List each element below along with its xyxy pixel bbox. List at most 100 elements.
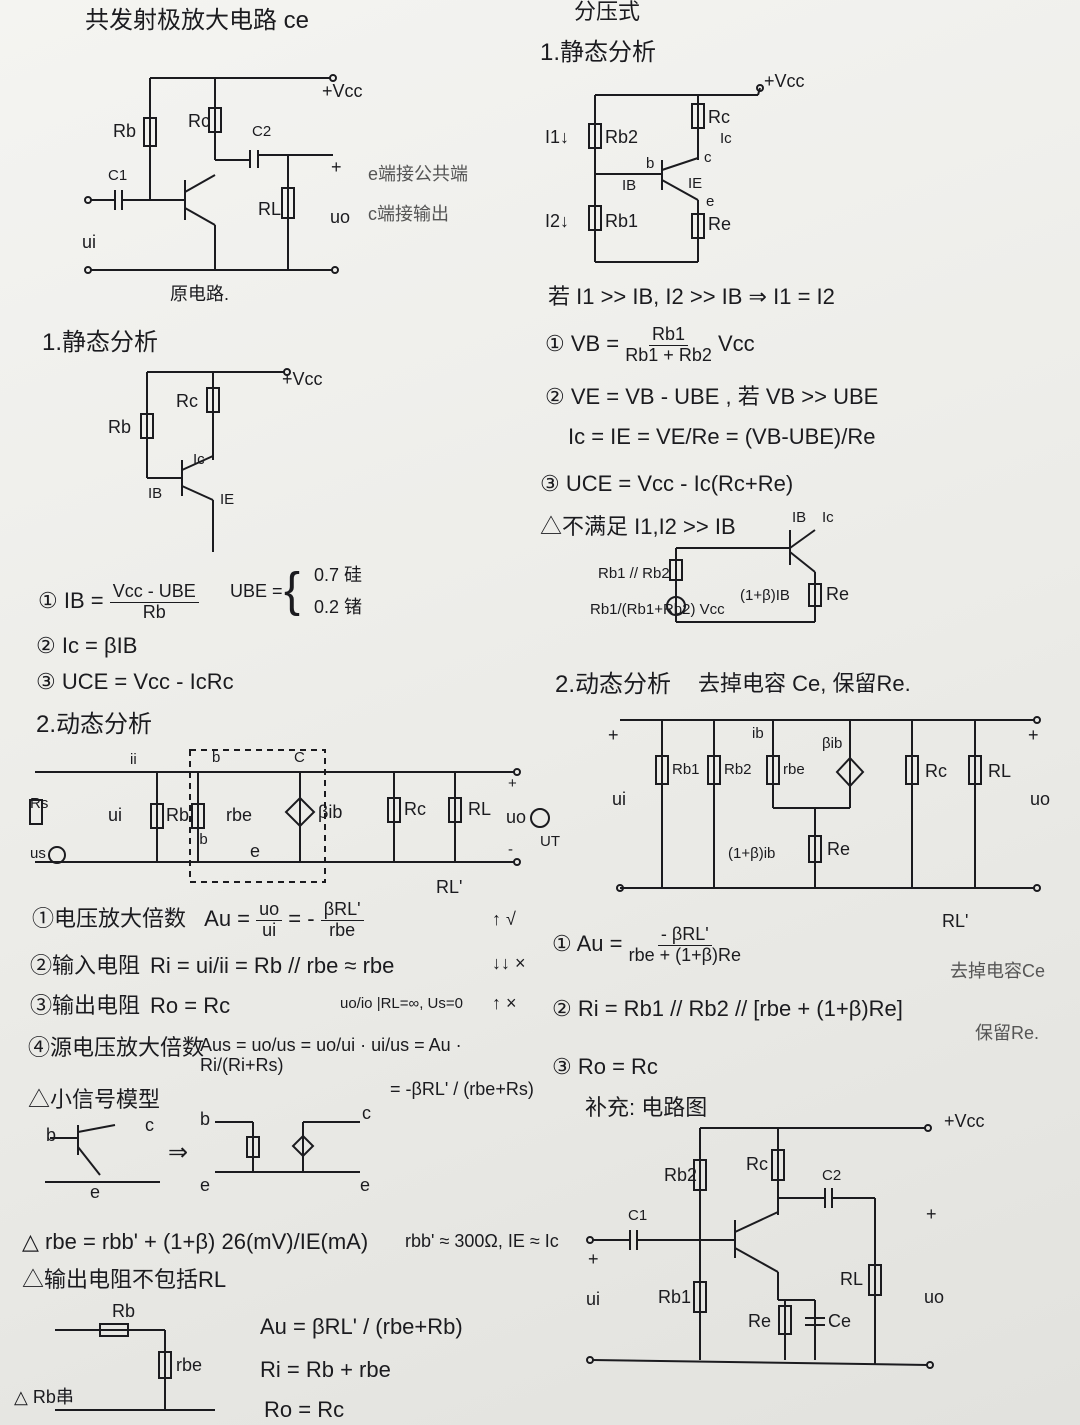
- divider-bias-circuit: [588, 84, 764, 263]
- r2-rc: Rc: [925, 761, 947, 781]
- r3-rc: Rc: [746, 1154, 768, 1174]
- c3-rbe: rbe: [226, 805, 253, 825]
- r2-rbe: rbe: [783, 761, 805, 778]
- small-signal-title: △小信号模型: [28, 1087, 161, 1112]
- label-rl: RL: [258, 199, 282, 219]
- thevenin-circuit: [666, 529, 822, 623]
- r2-rb1: Rb1: [672, 761, 700, 778]
- c3-b: b: [212, 749, 221, 766]
- r3-plus: +: [926, 1204, 937, 1224]
- eq-vb-rhs: Vcc: [717, 331, 755, 357]
- eq-vb-lhs: ① VB =: [545, 331, 620, 357]
- not-satisfied: △不满足 I1,I2 >> IB: [540, 514, 736, 539]
- eq-ic-right: Ic = IE = VE/Re = (VB-UBE)/Re: [568, 424, 876, 449]
- eq-au-label: ①电压放大倍数: [32, 906, 187, 932]
- eq-ri-right: ② Ri = Rb1 // Rb2 // [rbe + (1+β)Re]: [552, 996, 903, 1021]
- r1-b: b: [646, 155, 655, 172]
- c3-ut: UT: [540, 833, 560, 850]
- circuit-caption: 原电路.: [170, 284, 230, 304]
- eq-au-lhs: Au =: [204, 906, 251, 932]
- supplement-title: 补充: 电路图: [585, 1095, 708, 1120]
- c3-ii: ii: [130, 751, 137, 768]
- divider-full-circuit: [586, 1124, 934, 1369]
- eq-vb-den: Rb1 + Rb2: [625, 344, 712, 365]
- eq-au-r-num: - βRL': [657, 924, 712, 946]
- r3-rb1: Rb1: [658, 1287, 692, 1307]
- f1-den: ui: [262, 919, 277, 940]
- series-ro: Ro = Rc: [264, 1397, 345, 1422]
- mark-1: ↑ √: [492, 909, 516, 929]
- c3-ui: ui: [108, 805, 123, 825]
- c3-rc: Rc: [404, 799, 426, 819]
- mark-3: ↑ ×: [492, 993, 517, 1013]
- r2-src: βib: [822, 735, 843, 752]
- th-ib: IB: [792, 509, 807, 526]
- condition: 若 I1 >> IB, I2 >> IB ⇒ I1 = I2: [548, 284, 835, 309]
- c3-uo: uo: [506, 807, 527, 827]
- eq-aus: Aus = uo/us = uo/ui · ui/us = Au · Ri/(R…: [200, 1035, 462, 1075]
- th-ic: Ic: [822, 509, 834, 526]
- eq-uce: ③ UCE = Vcc - IcRc: [36, 669, 234, 694]
- c3-rlp: RL': [436, 877, 463, 897]
- mark-2: ↓↓ ×: [492, 953, 526, 973]
- label-rc-2: Rc: [176, 391, 198, 411]
- r3-re: Re: [748, 1311, 772, 1331]
- label-c1: C1: [108, 167, 128, 184]
- ss-b: b: [46, 1125, 57, 1145]
- eq-ib-num: Vcc - UBE: [109, 581, 199, 603]
- r1-rb1: Rb1: [605, 211, 639, 231]
- c3-c: C: [294, 749, 305, 766]
- r3-rb2: Rb2: [664, 1165, 698, 1185]
- r2-reflect: (1+β)ib: [728, 845, 776, 862]
- r1-e: e: [706, 193, 715, 210]
- c3-rb: Rb: [166, 805, 190, 825]
- eq-ve: ② VE = VB - UBE , 若 VB >> UBE: [545, 384, 879, 409]
- series-ri: Ri = Rb + rbe: [260, 1357, 391, 1382]
- r2-ui: ui: [612, 789, 627, 809]
- c3-rl: RL: [468, 799, 492, 819]
- r1-rc: Rc: [708, 107, 730, 127]
- c3-rs: Rs: [30, 795, 49, 812]
- r1-ie: IE: [688, 175, 703, 192]
- label-ui: ui: [82, 232, 97, 252]
- r1-re: Re: [708, 214, 732, 234]
- page-title-ce: 共发射极放大电路 ce: [85, 7, 310, 34]
- eq-ube-si: 0.7 硅: [314, 565, 363, 585]
- th-re: Re: [826, 584, 850, 604]
- label-vcc-2: +Vcc: [282, 369, 323, 389]
- r2-ib: ib: [752, 725, 764, 742]
- th-reflect: (1+β)IB: [740, 587, 790, 604]
- eq-uce-right: ③ UCE = Vcc - Ic(Rc+Re): [540, 471, 794, 496]
- right-side-note-1: 去掉电容Ce: [950, 961, 1046, 981]
- c3-plus: +: [508, 775, 517, 792]
- r2-plus: +: [608, 725, 619, 745]
- r2-uo: uo: [1030, 789, 1051, 809]
- r3-c2: C2: [822, 1167, 842, 1184]
- section-dynamic-right: 2.动态分析: [555, 671, 672, 698]
- rbb-note: rbb' ≈ 300Ω, IE ≈ Ic: [405, 1231, 559, 1251]
- dynamic-note: 去掉电容 Ce, 保留Re.: [698, 671, 911, 696]
- small-signal-model-drawing: [45, 1121, 360, 1183]
- eq-ro-right: ③ Ro = Rc: [552, 1054, 658, 1079]
- f1-num: uo: [256, 899, 283, 921]
- series-au: Au = βRL' / (rbe+Rb): [260, 1314, 463, 1339]
- eq-au-right: ① Au = - βRL'rbe + (1+β)Re: [552, 924, 741, 966]
- ce-small-signal-circuit: [29, 749, 550, 883]
- label-plus: +: [331, 157, 342, 177]
- r3-vcc: +Vcc: [944, 1111, 985, 1131]
- eq-rbe: △ rbe = rbb' + (1+β) 26(mV)/IE(mA): [22, 1229, 369, 1254]
- label-rc: Rc: [188, 111, 210, 131]
- r1-vcc: +Vcc: [764, 71, 805, 91]
- section-static-left: 1.静态分析: [42, 329, 159, 356]
- label-ib: IB: [148, 485, 163, 502]
- r1-i1: I1↓: [545, 127, 570, 147]
- eq-ri: Ri = ui/ii = Rb // rbe ≈ rbe: [150, 953, 395, 978]
- r1-i2: I2↓: [545, 211, 570, 231]
- eq-au-eq: = -: [288, 906, 315, 932]
- r1-c: c: [704, 149, 712, 166]
- th-vsrc: Rb1/(Rb1+Rb2) Vcc: [590, 601, 725, 618]
- c3-src: βib: [318, 802, 343, 822]
